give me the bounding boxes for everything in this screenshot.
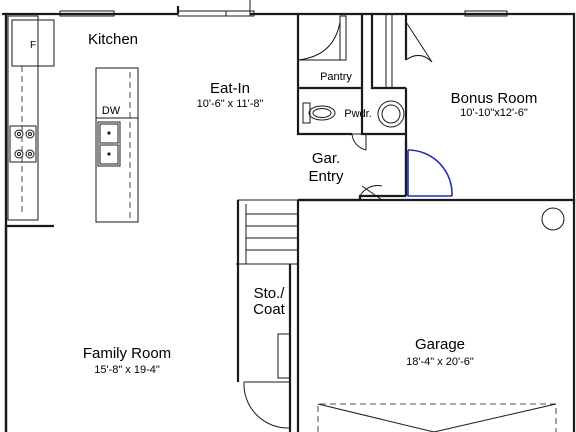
stairs [236, 199, 299, 265]
powder-label: Pwdr. [344, 108, 372, 120]
exterior-walls [2, 6, 576, 432]
water-heater [541, 207, 565, 231]
garage-size: 18'-4" x 20'-6" [406, 356, 474, 368]
eat-in-label: Eat-In [210, 80, 250, 97]
family-room-walls [4, 224, 54, 432]
kitchen-label: Kitchen [88, 31, 138, 48]
pantry-label: Pantry [320, 71, 352, 83]
bonus-room-label: Bonus Room [451, 90, 538, 107]
bonus-room-walls [370, 14, 433, 196]
eat-in-size: 10'-6" x 11'-8" [197, 98, 264, 110]
storage-label-2: Coat [253, 301, 286, 318]
storage-closet [236, 264, 292, 432]
bonus-room-size: 10'-10"x12'-6" [460, 107, 528, 119]
cooktop [9, 125, 37, 163]
dishwasher-label: DW [102, 105, 121, 117]
garage-entry-label-1: Gar. [312, 150, 340, 167]
room-labels: Kitchen Eat-In 10'-6" x 11'-8" Pantry Pw… [83, 31, 538, 376]
kitchen-counter: F [7, 15, 55, 221]
garage-walls [296, 198, 576, 432]
garage-entry-label-2: Entry [308, 168, 344, 185]
storage-label-1: Sto./ [254, 285, 286, 302]
garage-label: Garage [415, 336, 465, 353]
sink [97, 121, 121, 167]
garage-entry-walls [298, 185, 406, 202]
pantry-walls [296, 14, 364, 90]
family-room-label: Family Room [83, 345, 171, 362]
family-room-size: 15'-8" x 19-4" [94, 364, 160, 376]
kitchen-island: DW [95, 67, 139, 223]
fridge-label: F [30, 40, 36, 51]
bonus-room-door [407, 149, 453, 197]
top-windows [59, 0, 508, 17]
